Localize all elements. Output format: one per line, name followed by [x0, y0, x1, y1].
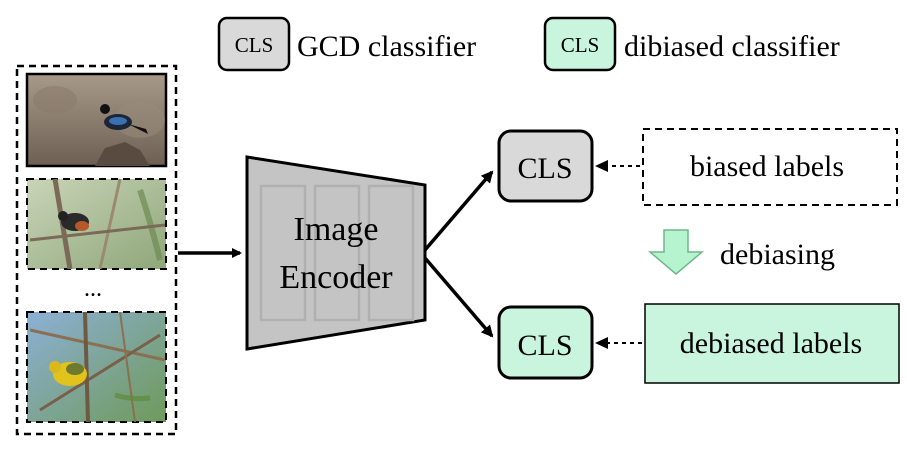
legend-debiased-label: dibiased classifier: [624, 30, 840, 63]
legend-gcd-label: GCD classifier: [297, 30, 476, 63]
image-stack: ...: [15, 64, 178, 436]
image-encoder: Image Encoder: [245, 155, 427, 351]
image-encoder-label-line2: Encoder: [279, 259, 393, 296]
arrowhead-biased: [595, 160, 608, 172]
bird-photo-1: [25, 72, 168, 168]
debiasing-step: debiasing: [647, 229, 835, 275]
debiased-labels-text: debiased labels: [680, 327, 862, 360]
debiased-labels: debiased labels: [644, 303, 900, 384]
image-encoder-shape: [245, 155, 427, 351]
gcd-classifier-text: CLS: [517, 152, 572, 185]
arrowhead-debiased: [595, 337, 608, 349]
bird-photo-3: [26, 311, 167, 423]
biased-labels: biased labels: [642, 128, 898, 206]
image-stack-frame: [15, 64, 178, 436]
arrow-encoder-to-gcd-classifier: [423, 170, 494, 252]
image-encoder-label-line1: Image: [294, 211, 379, 248]
legend-debiased: CLS dibiased classifier: [543, 16, 840, 72]
debiased-classifier-text: CLS: [517, 329, 572, 362]
arrow-encoder-to-debiased-classifier: [423, 256, 494, 338]
image-stack-ellipsis: ...: [84, 276, 102, 302]
bird-photo-2: [26, 178, 167, 270]
legend-gcd: CLS GCD classifier: [217, 16, 476, 72]
debiased-classifier: CLS: [497, 305, 594, 380]
debiasing-text: debiasing: [720, 238, 835, 271]
legend-gcd-badge-text: CLS: [235, 33, 274, 57]
legend-debiased-badge: [543, 16, 617, 72]
legend-gcd-badge: [217, 16, 291, 72]
biased-labels-text: biased labels: [690, 150, 844, 183]
down-arrow-icon: [647, 229, 705, 275]
gcd-classifier: CLS: [497, 129, 594, 203]
legend-debiased-badge-text: CLS: [561, 33, 600, 57]
